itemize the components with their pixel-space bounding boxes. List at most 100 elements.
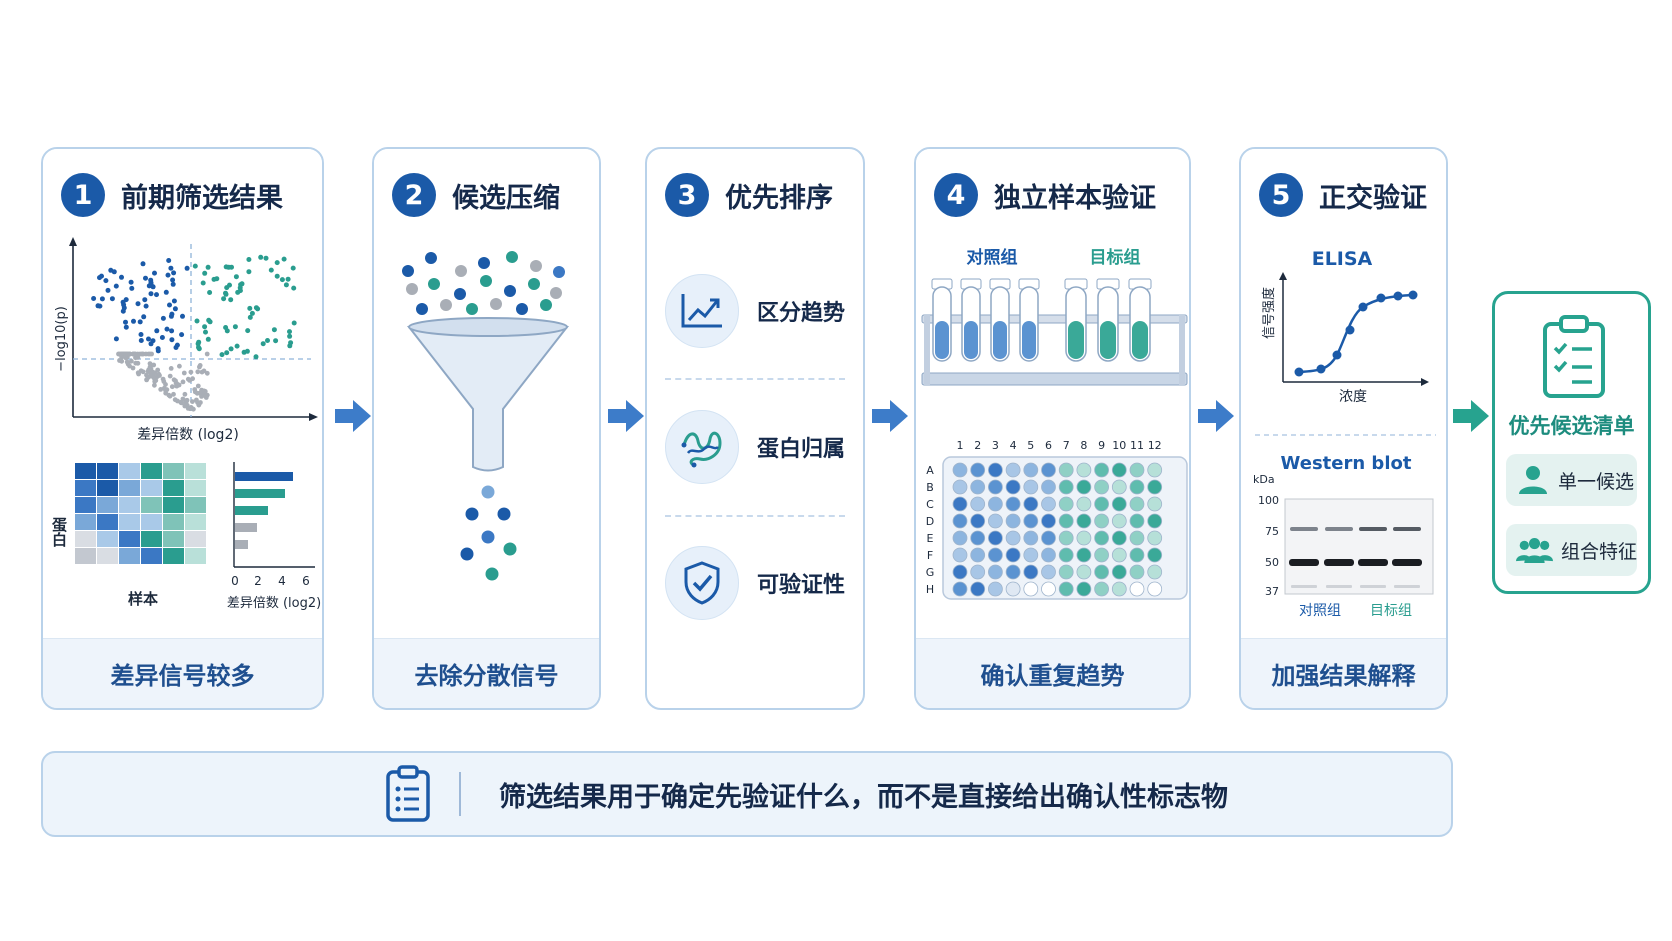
plate-well bbox=[988, 581, 1003, 597]
volcano-point bbox=[146, 336, 151, 342]
fold-change-bar bbox=[235, 472, 293, 481]
plate-col-label: 11 bbox=[1130, 439, 1144, 452]
volcano-point bbox=[204, 351, 210, 357]
volcano-point bbox=[158, 387, 164, 392]
volcano-point bbox=[167, 302, 172, 308]
plate-well bbox=[1041, 462, 1056, 478]
volcano-point bbox=[219, 352, 225, 358]
plate-well bbox=[1111, 530, 1127, 546]
volcano-point bbox=[221, 296, 227, 302]
plate-well bbox=[1129, 547, 1145, 563]
plate-well bbox=[1147, 530, 1163, 546]
volcano-point bbox=[194, 397, 199, 403]
volcano-point bbox=[145, 368, 151, 374]
elisa-point bbox=[1393, 291, 1403, 301]
plate-well bbox=[1058, 462, 1074, 478]
step-2-footer: 去除分散信号 bbox=[374, 638, 599, 708]
plate-well bbox=[1111, 581, 1127, 597]
plate-well bbox=[1094, 479, 1110, 495]
volcano-point bbox=[223, 290, 228, 296]
volcano-point bbox=[273, 338, 279, 344]
volcano-point bbox=[287, 333, 293, 339]
candidate-dot bbox=[428, 278, 440, 290]
plate-well bbox=[1094, 496, 1110, 512]
plate-well bbox=[1058, 564, 1074, 580]
tube-liquid bbox=[1100, 321, 1116, 359]
plate-col-label: 4 bbox=[1010, 439, 1017, 452]
fold-change-bars bbox=[235, 472, 293, 549]
plate-well bbox=[1005, 530, 1021, 546]
plate-well bbox=[1041, 479, 1056, 495]
plate-well bbox=[970, 479, 986, 495]
volcano-point bbox=[161, 379, 167, 384]
volcano-point bbox=[166, 258, 172, 263]
plate-well bbox=[1094, 547, 1110, 563]
candidate-dot bbox=[416, 303, 428, 315]
plate-well bbox=[988, 547, 1003, 563]
plate-col-label: 2 bbox=[974, 439, 981, 452]
target-group-label: 目标组 bbox=[1090, 247, 1141, 268]
volcano-point bbox=[197, 364, 202, 370]
candidate-dot bbox=[406, 283, 418, 295]
volcano-point bbox=[263, 255, 269, 261]
combined-feature-label: 组合特征 bbox=[1560, 540, 1637, 563]
volcano-point bbox=[233, 274, 239, 280]
candidate-dot bbox=[504, 285, 516, 297]
candidate-dot bbox=[480, 275, 492, 287]
filtered-dot bbox=[460, 547, 474, 561]
plate-well bbox=[1076, 547, 1092, 563]
plate-well bbox=[1147, 496, 1163, 512]
plate-well bbox=[1129, 564, 1145, 580]
volcano-point bbox=[203, 395, 209, 400]
elisa-point bbox=[1316, 364, 1326, 374]
plate-well bbox=[1111, 496, 1127, 512]
filtered-dot bbox=[485, 567, 499, 581]
person-icon bbox=[1519, 466, 1547, 494]
volcano-point bbox=[290, 265, 296, 271]
plate-well bbox=[952, 547, 968, 563]
volcano-ylabel: −log10(p) bbox=[54, 306, 69, 372]
tube-liquid bbox=[1068, 321, 1084, 359]
volcano-point bbox=[132, 351, 138, 357]
volcano-plot bbox=[91, 254, 297, 412]
single-candidate-label: 单一候选 bbox=[1558, 470, 1635, 493]
plate-well bbox=[1111, 513, 1127, 529]
candidate-dot bbox=[425, 252, 437, 264]
bar-tick-0: 0 bbox=[231, 574, 239, 588]
bar-tick-6: 6 bbox=[302, 574, 310, 588]
heatmap-cell bbox=[97, 514, 118, 530]
volcano-point bbox=[177, 363, 182, 369]
volcano-point bbox=[147, 361, 153, 366]
heatmap-cell bbox=[97, 548, 118, 564]
priority-trend: 区分趋势 bbox=[665, 266, 845, 356]
heatmap-cell bbox=[75, 548, 96, 564]
heatmap-cell bbox=[163, 463, 184, 479]
heatmap-cell bbox=[163, 531, 184, 547]
volcano-point bbox=[150, 338, 156, 344]
volcano-point bbox=[155, 367, 161, 373]
candidate-dot bbox=[528, 278, 540, 290]
step-3-title: 优先排序 bbox=[725, 182, 833, 214]
blot-band bbox=[1359, 527, 1387, 531]
marker-50: 50 bbox=[1265, 556, 1279, 569]
plate-well bbox=[1147, 581, 1163, 597]
volcano-point bbox=[138, 332, 144, 337]
priority-verifiable-label: 可验证性 bbox=[757, 573, 846, 598]
volcano-point bbox=[152, 382, 157, 388]
volcano-point bbox=[201, 388, 207, 394]
step-card-2: 2 候选压缩 去除分散信号 bbox=[372, 147, 601, 710]
plate-well bbox=[988, 513, 1003, 529]
volcano-point bbox=[151, 362, 157, 368]
heatmap-cell bbox=[75, 480, 96, 496]
volcano-point bbox=[123, 319, 128, 325]
volcano-point bbox=[167, 373, 173, 379]
heatmap-cell bbox=[141, 497, 162, 513]
heatmap-cell bbox=[119, 514, 140, 530]
summary-banner: 筛选结果用于确定先验证什么，而不是直接给出确认性标志物 bbox=[41, 751, 1453, 837]
western-unit: kDa bbox=[1253, 473, 1275, 486]
blot-band bbox=[1290, 527, 1318, 531]
plate-well bbox=[1041, 547, 1056, 563]
priority-trend-label: 区分趋势 bbox=[757, 301, 846, 326]
plate-well bbox=[952, 479, 968, 495]
